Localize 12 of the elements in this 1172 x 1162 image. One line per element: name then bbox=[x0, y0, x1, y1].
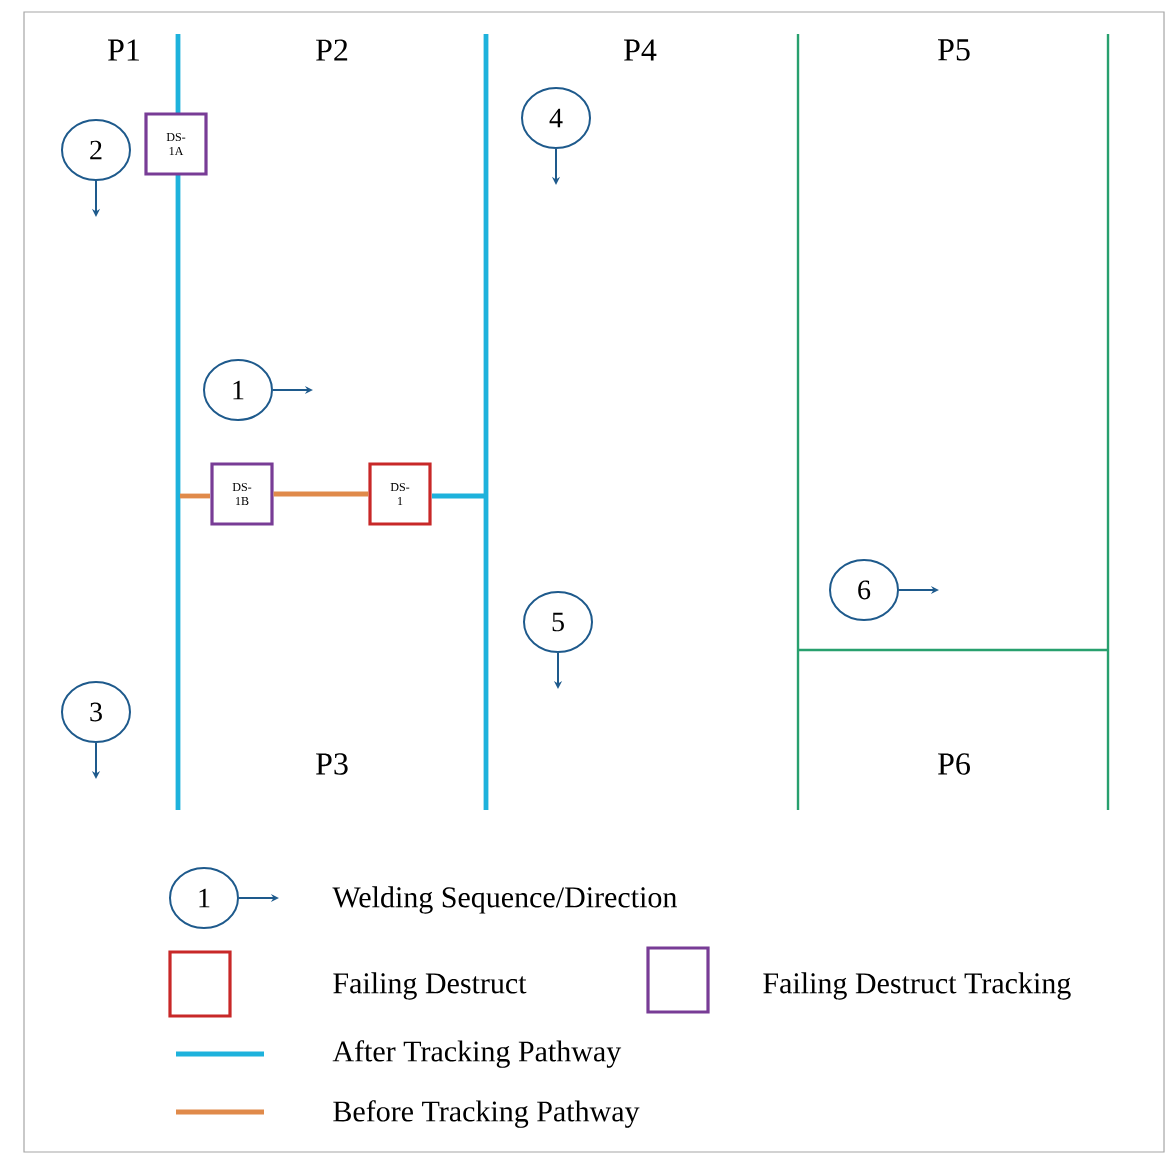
panel-label: P6 bbox=[938, 753, 970, 775]
legend-text: Failing Destruct Tracking bbox=[763, 972, 1071, 1000]
legend-text: Before Tracking Pathway bbox=[333, 1100, 640, 1128]
panel-label: P3 bbox=[316, 753, 348, 775]
pathway-line bbox=[273, 491, 369, 497]
panel-label: P2 bbox=[316, 39, 348, 61]
legend-text: Failing Destruct bbox=[333, 972, 527, 1000]
legend-text: After Tracking Pathway bbox=[332, 1040, 622, 1068]
panel-label: P1 bbox=[108, 39, 139, 61]
legend-text: Welding Sequence/Direction bbox=[332, 886, 677, 914]
panel-label: P4 bbox=[624, 39, 657, 61]
panel-label: P5 bbox=[938, 39, 970, 61]
